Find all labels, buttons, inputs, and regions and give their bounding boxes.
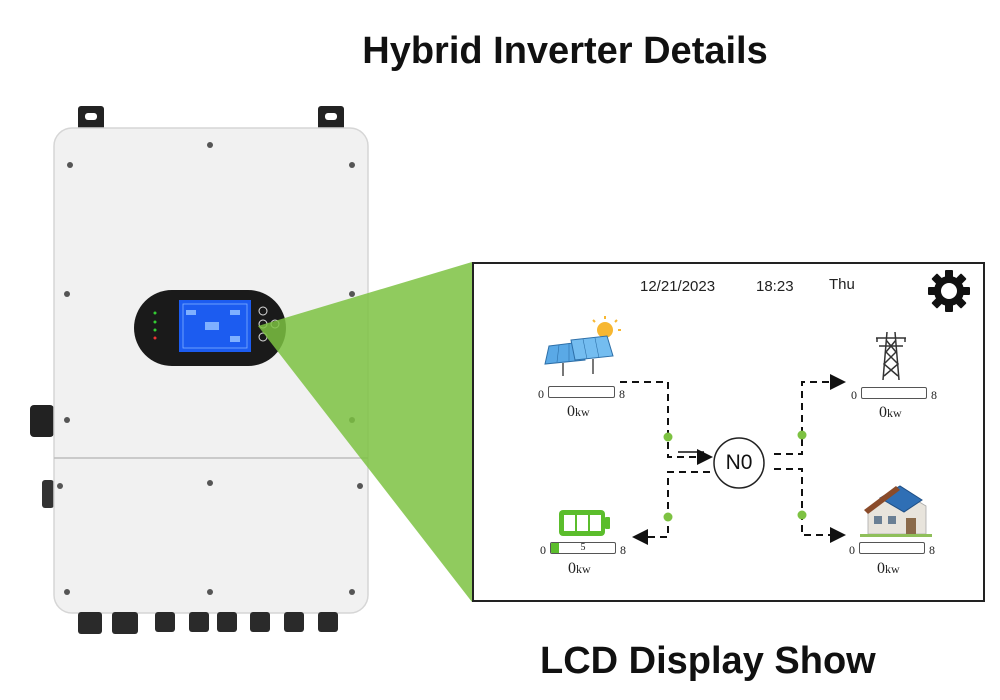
grid-max: 8 [931,388,937,402]
energy-flow-diagram [620,374,846,545]
battery-icon [559,510,610,536]
battery-bar: 5 [550,542,616,554]
inverter-node-label: N0 [725,451,753,474]
battery-min: 0 [540,543,546,557]
solar-min: 0 [538,387,544,401]
grid-min: 0 [851,388,857,402]
solar-panel-icon [544,316,621,376]
status-leds [153,311,157,340]
battery-max: 8 [620,543,626,557]
gear-icon[interactable] [927,269,971,313]
lcd-time: 18:23 [756,278,794,295]
grid-bar [861,387,927,399]
bottom-connectors [78,612,338,634]
transmission-tower-icon [876,331,906,381]
home-min: 0 [849,543,855,557]
solar-max: 8 [619,387,625,401]
page-caption: LCD Display Show [540,640,876,682]
page-title: Hybrid Inverter Details [362,30,768,72]
battery-soc: 5 [580,542,586,553]
lcd-day: Thu [829,276,855,293]
grid-power: 0kw [879,404,902,421]
zoom-beam [258,262,472,602]
home-power: 0kw [877,560,900,577]
home-bar [859,542,925,554]
screws [57,142,363,595]
lcd-date: 12/21/2023 [640,278,716,295]
flow-dots [663,430,807,522]
sun-icon [592,316,621,338]
house-icon [860,485,932,537]
solar-power: 0kw [567,403,590,420]
home-max: 8 [929,543,935,557]
battery-power: 0kw [568,560,591,577]
solar-bar [548,386,615,398]
side-switch-icon [30,405,54,437]
inverter-node [713,437,765,489]
